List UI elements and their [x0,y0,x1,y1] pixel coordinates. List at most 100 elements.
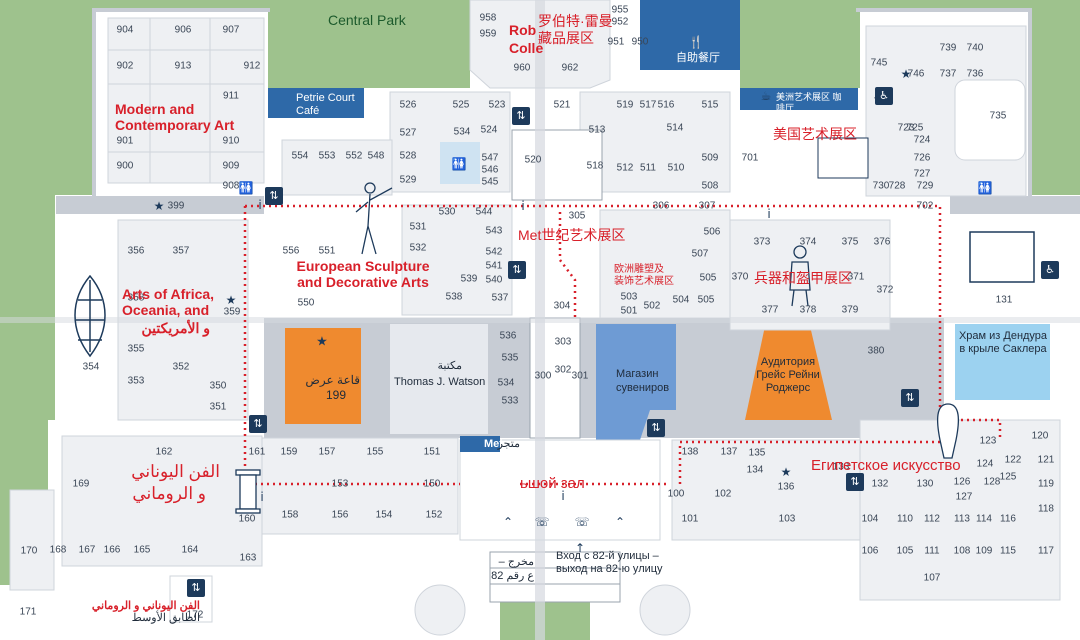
room-number: 501 [620,305,638,317]
area-euro-zh-1: 欧洲雕塑及 [614,264,664,275]
room-number: 107 [923,572,941,584]
elevator-icon[interactable]: ⇅ [187,579,205,597]
coat-check-icon[interactable]: ⌃ [502,515,514,529]
info-icon[interactable]: i [258,198,262,212]
room-number: 358 [127,292,145,304]
room-number: 302 [554,364,572,376]
room-number: 350 [209,380,227,392]
area-robert-zh-1[interactable]: 罗伯特·雷曼 [538,13,613,29]
room-number: 952 [611,16,629,28]
entrance-label[interactable]: Вход с 82-й улицы – выход на 82-ю улицу [556,550,663,575]
room-number: 111 [924,545,940,557]
room-number: 545 [481,176,499,188]
elevator-icon[interactable]: ⇅ [647,419,665,437]
restroom-icon: 🚻 [451,157,467,171]
room-number: 907 [222,24,240,36]
elevator-icon[interactable]: ⇅ [265,187,283,205]
room-number: 101 [681,513,699,525]
room-number: 737 [939,68,957,80]
room-number: 104 [861,513,879,525]
area-temple-dendur[interactable]: Храм из Дендура в крыле Саклера [958,330,1048,355]
room-number: 119 [1038,478,1054,490]
library-label-ar[interactable]: مكتبة [437,360,462,372]
room-number: 152 [425,509,443,521]
room-number: 300 [534,370,552,382]
elevator-icon[interactable]: ⇅ [249,415,267,433]
room-number: 520 [524,154,542,166]
area-egyptian-art[interactable]: Египетское искусство [811,457,961,474]
room-number: 554 [291,150,309,162]
elevator-icon[interactable]: ⇅ [901,389,919,407]
room-number: 745 [870,57,888,69]
info-icon[interactable]: i [767,207,771,221]
room-number: 355 [127,343,145,355]
room-number: 543 [485,225,503,237]
gift-shop-area [596,324,676,440]
room-number: 541 [485,260,503,272]
petrie-court-cafe-label[interactable]: Petrie Court Café [296,92,355,117]
room-number: 374 [799,236,817,248]
room-number: 353 [127,375,145,387]
room-number: 909 [222,160,240,172]
info-icon[interactable]: i [561,489,565,503]
area-greek-roman-ar-1[interactable]: الفن اليوناني [131,462,220,481]
room-number: 122 [1004,454,1022,466]
exhibit-hall-label-num: 199 [325,388,346,402]
area-arms-armor[interactable]: 兵器和盔甲展区 [754,270,852,286]
room-number: 159 [280,446,298,458]
met-store-label[interactable]: Met [484,438,503,450]
room-number: 108 [953,545,971,557]
area-european-sculpture[interactable]: European Sculpture and Decorative Arts [296,258,430,290]
room-number: 531 [409,221,427,233]
room-number: 171 [19,606,37,618]
area-american-art[interactable]: 美国艺术展区 [773,126,857,142]
room-number: 906 [174,24,192,36]
room-number: 912 [243,60,261,72]
room-number: 164 [181,544,199,556]
area-great-hall[interactable]: ьшой зал [520,475,585,492]
entrance-label-ar-2: ع رقم 82 [491,570,534,582]
elevator-icon[interactable]: ⇅ [512,107,530,125]
room-number: 378 [799,304,817,316]
area-arts-of-africa[interactable]: Arts of Africa, Oceania, and [122,286,215,318]
area-euro-zh-2: 装饰艺术展区 [614,276,674,287]
gift-shop-label-1[interactable]: Магазин [616,368,659,380]
room-number: 505 [697,294,715,306]
info-icon[interactable]: i [521,199,525,213]
room-number: 162 [155,446,173,458]
cafeteria-label[interactable]: 自助餐厅 [676,52,720,64]
room-number: 528 [399,150,417,162]
elevator-icon[interactable]: ⇅ [508,261,526,279]
room-number: 960 [513,62,531,74]
area-met-century[interactable]: Met世纪艺术展区 [518,227,626,243]
room-number: 727 [913,168,931,180]
coffee-icon: ☕ [760,89,772,103]
audio-guide-icon[interactable]: ☏ [534,515,550,529]
room-number: 172 [186,609,204,621]
area-modern-art[interactable]: Modern and Contemporary Art [115,101,235,133]
room-number: 504 [672,294,690,306]
american-wing-cafe [740,88,858,110]
room-number: 372 [876,284,894,296]
american-cafe-label[interactable]: 美洲艺术展区 咖啡厅 [776,92,842,113]
elevator-icon[interactable]: ⇅ [846,473,864,491]
exhibit-hall-label-ar[interactable]: قاعة عرض [305,373,360,387]
room-number: 913 [174,60,192,72]
room-number: 153 [331,478,349,490]
accessible-icon: ♿ [1041,261,1059,279]
entrance-label-ar-1: مخرج – [498,556,534,568]
room-number: 908 [222,180,240,192]
room-number: 536 [499,330,517,342]
room-number: 115 [1000,545,1016,557]
area-robert-zh-2: 藏品展区 [538,30,594,46]
info-icon[interactable]: i [260,490,264,504]
room-number: 163 [239,552,257,564]
room-number: 746 [907,68,925,80]
auditorium-label[interactable]: Аудитория Грейс Рейни Роджерс [756,356,820,394]
room-number: 158 [281,509,299,521]
room-number: 958 [479,12,497,24]
coat-check-icon[interactable]: ⌃ [614,515,626,529]
audio-guide-icon[interactable]: ☏ [574,515,590,529]
room-number: 532 [409,242,427,254]
